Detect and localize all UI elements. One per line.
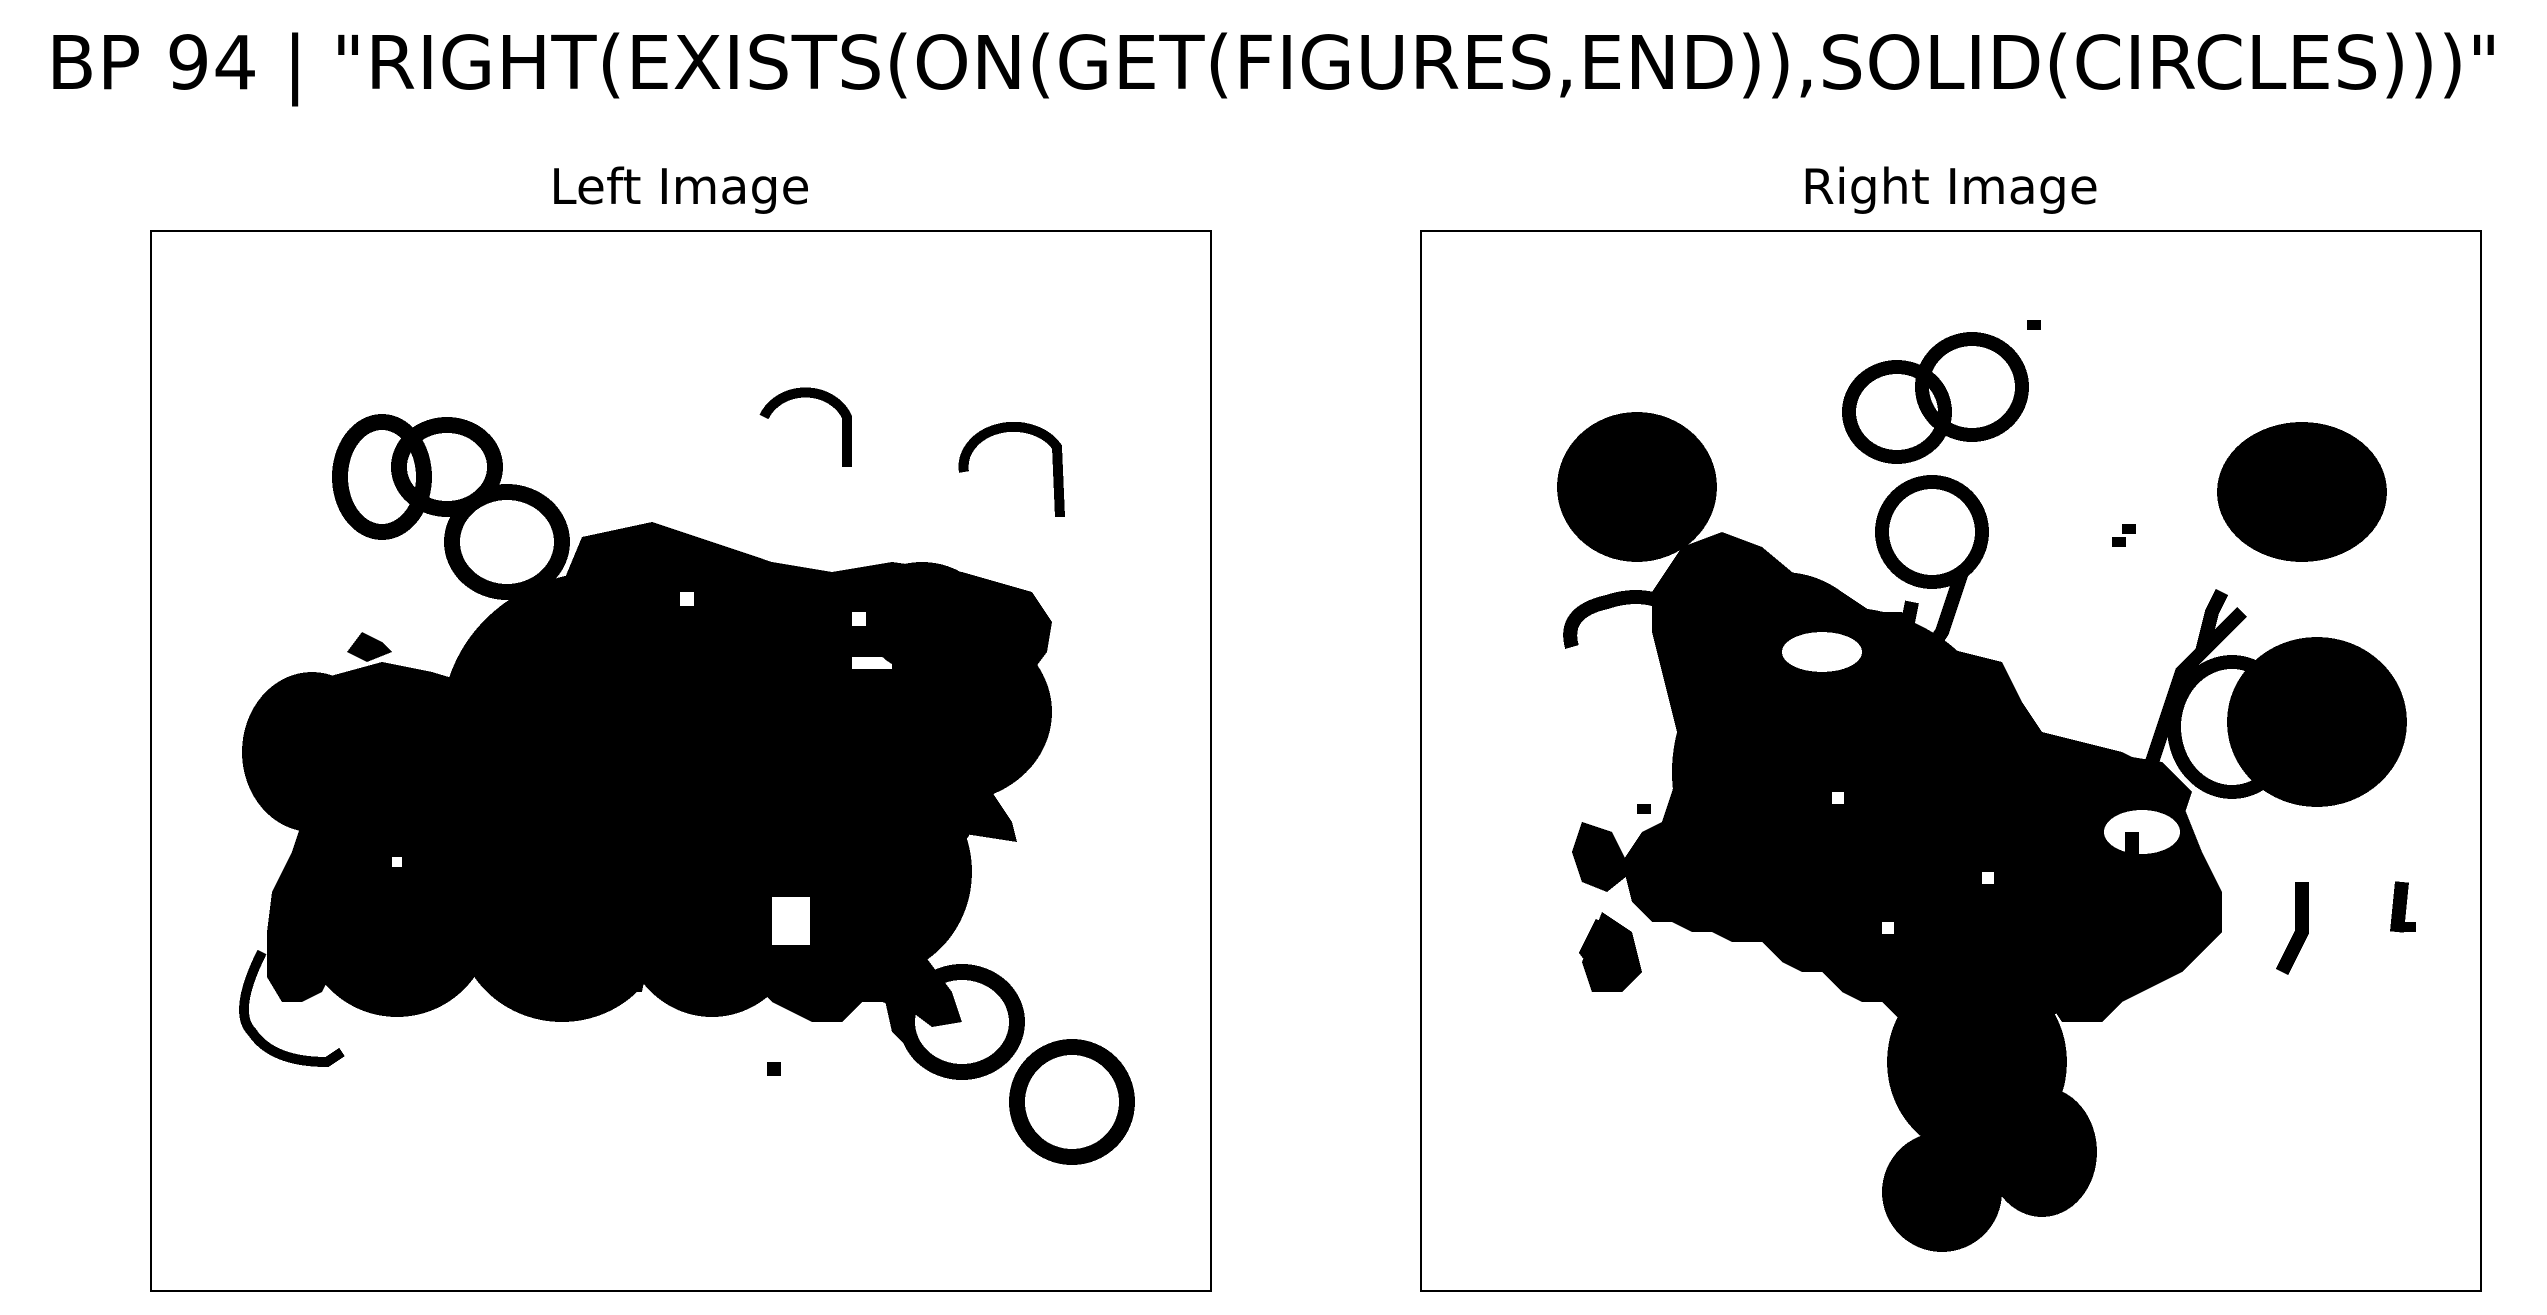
right-image-drawing [1557,320,2416,1252]
left-image-title: Left Image [549,159,811,216]
right-outline-circles [1842,332,2297,799]
left-outline-arcs [239,387,1065,1068]
right-blob-holes [1782,632,2180,934]
left-image-drawing [239,387,1135,1165]
left-solid-blob [242,522,1052,1076]
left-blob-holes [392,592,892,945]
right-specks [1637,320,2416,932]
right-branch-strokes [1563,569,2409,977]
left-image-panel [150,230,1212,1292]
right-image-title: Right Image [1800,159,2100,216]
left-outline-circles [332,414,1135,1165]
right-image-panel [1420,230,2482,1292]
figure-title: BP 94 | "RIGHT(EXISTS(ON(GET(FIGURES,END… [46,21,2501,107]
